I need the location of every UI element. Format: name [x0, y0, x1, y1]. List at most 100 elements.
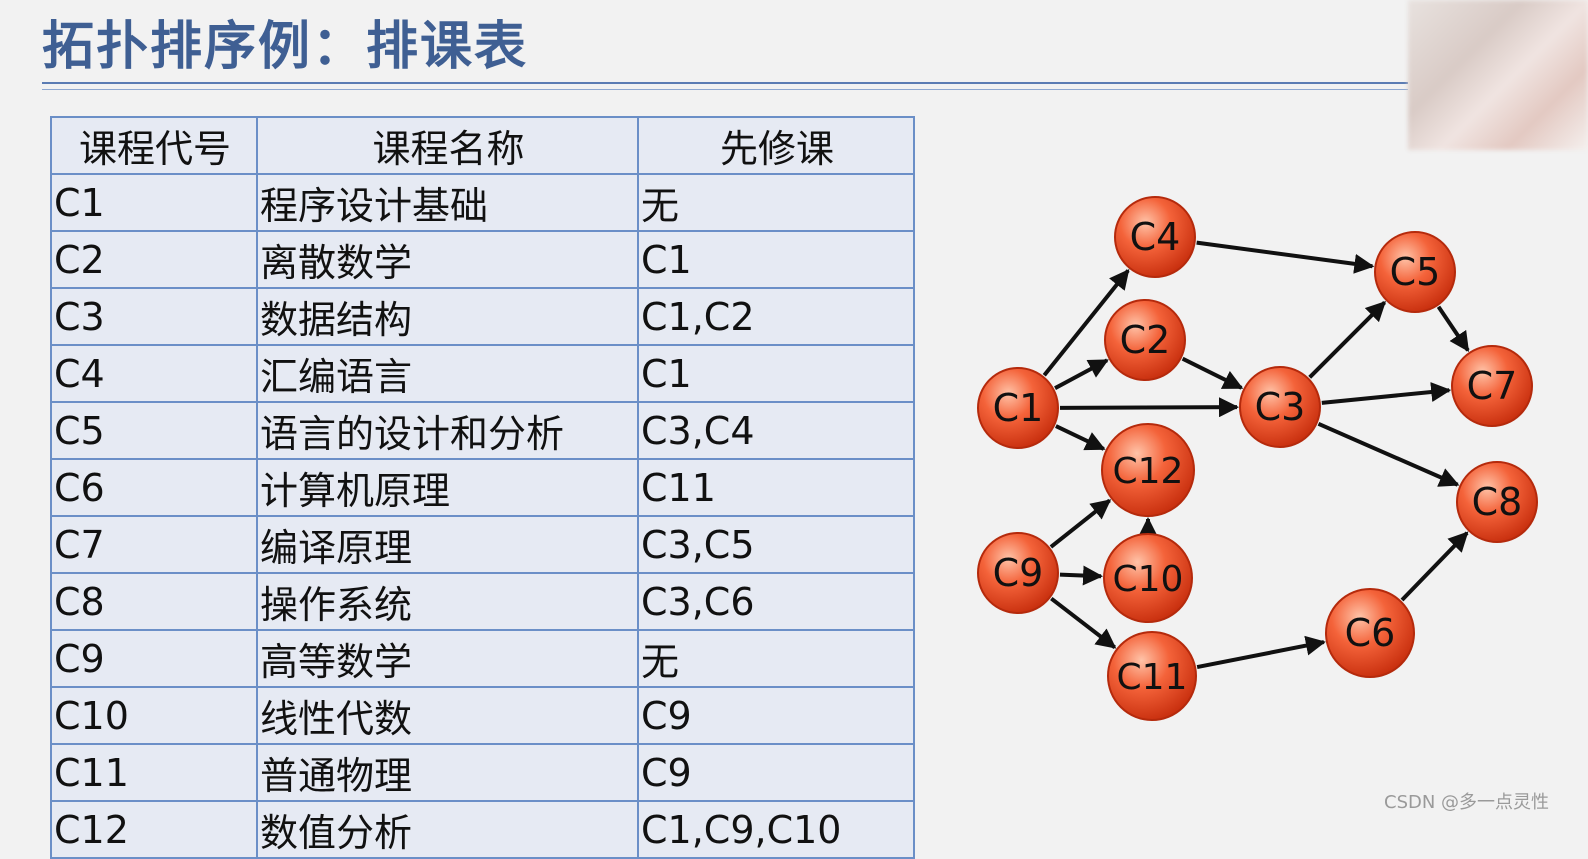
- cell-prerequisites: C1: [637, 344, 915, 403]
- table-header-row: 课程代号 课程名称 先修课: [50, 116, 915, 175]
- cell-prerequisites: C9: [637, 686, 915, 745]
- node-c6: C6: [1325, 588, 1415, 678]
- cell-course-code: C7: [50, 515, 258, 574]
- edge-c1-c12: [1055, 424, 1106, 451]
- node-circle: [1239, 366, 1321, 448]
- cell-course-code: C11: [50, 743, 258, 802]
- cell-prerequisites: C3,C6: [637, 572, 915, 631]
- cell-prerequisites: 无: [637, 629, 915, 688]
- node-c9: C9: [977, 532, 1059, 614]
- cell-course-code: C4: [50, 344, 258, 403]
- node-label: C6: [1345, 611, 1396, 655]
- edge-c3-c5: [1308, 300, 1387, 379]
- node-circle: [1325, 588, 1415, 678]
- node-circle: [1104, 299, 1186, 381]
- cell-course-name: 普通物理: [256, 743, 639, 802]
- node-c11: C11: [1107, 631, 1197, 721]
- cell-course-name: 编译原理: [256, 515, 639, 574]
- node-circle: [977, 532, 1059, 614]
- edge-c3-c7: [1321, 382, 1452, 405]
- cell-prerequisites: C3,C5: [637, 515, 915, 574]
- cell-course-name: 程序设计基础: [256, 173, 639, 232]
- node-circle: [1114, 196, 1196, 278]
- header-course-code: 课程代号: [50, 116, 258, 175]
- node-label: C10: [1113, 559, 1184, 600]
- edge-c9-c11: [1050, 597, 1117, 649]
- cell-course-name: 离散数学: [256, 230, 639, 289]
- edge-c1-c2: [1054, 358, 1109, 390]
- edge-c3-c8: [1317, 422, 1460, 487]
- edge-c4-c5: [1196, 240, 1375, 274]
- cell-prerequisites: C11: [637, 458, 915, 517]
- cell-course-name: 语言的设计和分析: [256, 401, 639, 460]
- title-underline-thin: [42, 89, 1408, 90]
- node-label: C7: [1467, 364, 1518, 408]
- node-label: C3: [1255, 385, 1306, 429]
- node-c10: C10: [1103, 533, 1193, 623]
- node-c7: C7: [1451, 345, 1533, 427]
- node-label: C12: [1113, 451, 1184, 492]
- cell-course-name: 汇编语言: [256, 344, 639, 403]
- node-c2: C2: [1104, 299, 1186, 381]
- cell-prerequisites: 无: [637, 173, 915, 232]
- cell-course-name: 计算机原理: [256, 458, 639, 517]
- cell-course-code: C5: [50, 401, 258, 460]
- cell-course-code: C6: [50, 458, 258, 517]
- node-c1: C1: [977, 367, 1059, 449]
- edge-c5-c7: [1436, 305, 1470, 353]
- blurred-corner-image: [1408, 0, 1588, 150]
- node-c4: C4: [1114, 196, 1196, 278]
- edge-c1-c3: [1059, 397, 1240, 418]
- node-c3: C3: [1239, 366, 1321, 448]
- title-underline: [42, 82, 1408, 84]
- cell-course-code: C3: [50, 287, 258, 346]
- node-circle: [1103, 533, 1193, 623]
- cell-course-name: 数据结构: [256, 287, 639, 346]
- header-course-name: 课程名称: [256, 116, 639, 175]
- cell-course-code: C9: [50, 629, 258, 688]
- edge-c1-c4: [1042, 268, 1130, 377]
- edge-c11-c6: [1196, 635, 1326, 670]
- node-label: C8: [1472, 480, 1523, 524]
- node-c12: C12: [1101, 423, 1195, 517]
- node-label: C1: [993, 386, 1044, 430]
- edge-c2-c3: [1181, 356, 1244, 390]
- cell-course-name: 高等数学: [256, 629, 639, 688]
- node-c5: C5: [1374, 231, 1456, 313]
- node-label: C9: [993, 551, 1044, 595]
- node-circle: [1456, 461, 1538, 543]
- cell-course-code: C2: [50, 230, 258, 289]
- node-circle: [1374, 231, 1456, 313]
- node-label: C5: [1390, 250, 1441, 294]
- cell-course-name: 操作系统: [256, 572, 639, 631]
- node-c8: C8: [1456, 461, 1538, 543]
- cell-course-code: C8: [50, 572, 258, 631]
- cell-prerequisites: C1,C2: [637, 287, 915, 346]
- node-circle: [1101, 423, 1195, 517]
- cell-course-code: C1: [50, 173, 258, 232]
- node-label: C4: [1130, 215, 1181, 259]
- cell-prerequisites: C1: [637, 230, 915, 289]
- node-label: C11: [1117, 657, 1188, 698]
- node-circle: [1107, 631, 1197, 721]
- edge-c9-c12: [1049, 498, 1112, 549]
- node-circle: [977, 367, 1059, 449]
- header-prerequisites: 先修课: [637, 116, 915, 175]
- cell-prerequisites: C9: [637, 743, 915, 802]
- node-label: C2: [1120, 318, 1171, 362]
- edge-c6-c8: [1400, 531, 1469, 602]
- node-circle: [1451, 345, 1533, 427]
- page-title: 拓扑排序例：排课表: [42, 17, 529, 77]
